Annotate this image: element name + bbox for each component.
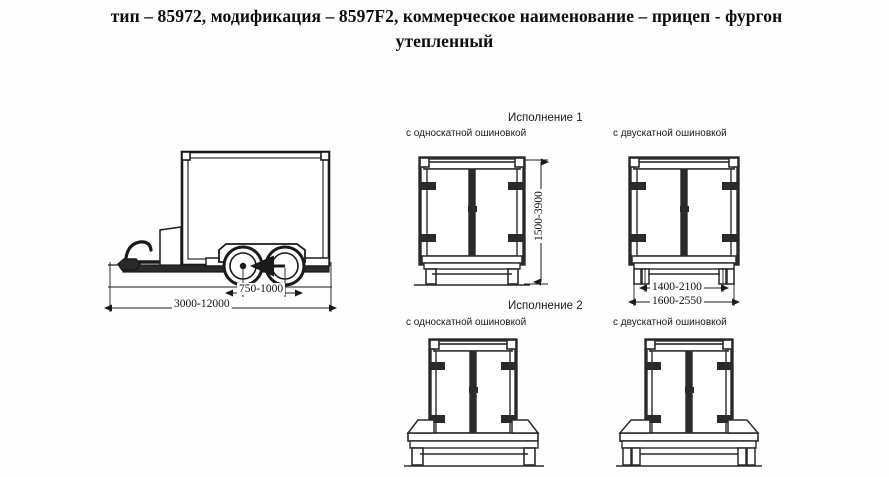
rear-v2d-tyre-right-inner xyxy=(737,447,747,466)
rear-v2s-hinge-right-bottom xyxy=(501,415,516,423)
rear-v2d-hinge-right-bottom xyxy=(717,415,732,423)
page-title: тип – 85972, модификация – 8597F2, комме… xyxy=(0,0,889,54)
rear-view-v2-dual xyxy=(616,338,762,467)
variant-2-dual-tyre-label: с двускатной ошиновкой xyxy=(613,317,727,328)
rear-v1s-hinge-left-top xyxy=(420,182,436,190)
rear-v2s-corner-post-left xyxy=(429,339,440,350)
rear-v1s-hinge-right-bottom xyxy=(508,234,524,242)
rear-v1s-hinge-left-bottom xyxy=(420,234,436,242)
side-view-front-panel xyxy=(159,226,182,269)
rear-v1s-top-rail xyxy=(423,161,521,170)
rear-v2d-hinge-right-top xyxy=(717,362,732,370)
rear-v2d-corner-post-left xyxy=(645,339,656,350)
rear-v1d-tyre-left-inner xyxy=(641,268,650,285)
variant-1-dual-tyre-label: с двускатной ошиновкой xyxy=(613,128,727,139)
rear-v2s-platform xyxy=(407,432,539,442)
rear-v2d-hinge-left-bottom xyxy=(646,415,661,423)
rear-v2d-tyre-right-outer xyxy=(746,447,756,466)
rear-v1d-tyre-right-inner xyxy=(718,268,727,285)
rear-v2s-tyre-right xyxy=(523,447,536,466)
rear-v2s-corner-post-right xyxy=(506,339,517,350)
rear-v2s-door-handle xyxy=(469,387,478,393)
rear-v1s-tyre-left xyxy=(425,268,437,285)
rear-v1d-top-rail xyxy=(633,161,735,170)
rear-v1d-bottom-rail xyxy=(631,255,737,264)
side-view-corner-post-front-top xyxy=(181,151,191,161)
page-title-line-1: тип – 85972, модификация – 8597F2, комме… xyxy=(110,6,783,26)
rear-v2s-hinge-right-top xyxy=(501,362,516,370)
rear-v2d-platform xyxy=(619,432,759,442)
rear-v2s-hinge-left-bottom xyxy=(430,415,445,423)
rear-v1s-chassis-rail xyxy=(423,262,521,270)
rear-v2d-tyre-left-outer xyxy=(622,447,632,466)
rear-v1s-hinge-right-top xyxy=(508,182,524,190)
rear-v1d-door-centre-post xyxy=(681,169,687,256)
side-view-coupling-handle xyxy=(124,240,153,260)
rear-v1d-hinge-left-top xyxy=(630,182,646,190)
rear-v2d-chassis-rail xyxy=(621,440,757,449)
page-title-line-2: утепленный xyxy=(395,31,494,51)
side-view-trailer xyxy=(108,150,332,288)
rear-v2d-door-handle xyxy=(685,387,694,393)
rear-v2d-corner-post-right xyxy=(722,339,733,350)
rear-v2d-fender-right xyxy=(727,419,760,434)
side-view-corner-post-rear-top xyxy=(320,151,330,161)
dimension-body-height-text: 1500-3900 xyxy=(533,189,545,243)
rear-view-v2-single xyxy=(404,338,544,467)
rear-v2d-hinge-left-top xyxy=(646,362,661,370)
variant-1-heading: Исполнение 1 xyxy=(508,112,583,124)
rear-v1d-corner-post-left xyxy=(629,157,640,168)
rear-v1d-tyre-right-outer xyxy=(726,268,735,285)
rear-v1s-corner-post-right xyxy=(514,157,525,168)
rear-v1s-tyre-right xyxy=(507,268,519,285)
side-view-body-inner xyxy=(187,157,324,260)
rear-v2s-fender-left xyxy=(406,419,435,434)
rear-v1s-bottom-rail xyxy=(421,255,523,264)
dimension-track-inner-text: 1400-2100 xyxy=(650,281,704,293)
rear-view-v1-dual xyxy=(628,156,740,285)
rear-v1d-corner-post-right xyxy=(728,157,739,168)
dimension-track-outer-text: 1600-2550 xyxy=(650,295,704,307)
variant-2-single-tyre-label: с односкатной ошиновкой xyxy=(406,317,527,328)
rear-v1d-hinge-right-top xyxy=(722,182,738,190)
rear-v1s-door-handle xyxy=(468,206,477,212)
rear-v2s-hinge-left-top xyxy=(430,362,445,370)
rear-view-v1-single xyxy=(414,156,530,286)
rear-v1s-corner-post-left xyxy=(419,157,430,168)
side-view-wheel-front-hub xyxy=(239,262,247,270)
rear-v2d-tyre-left-inner xyxy=(631,447,641,466)
side-view-coupling-head xyxy=(117,258,141,271)
rear-v2s-chassis-rail xyxy=(409,440,539,449)
rear-v1d-chassis-rail xyxy=(633,262,735,270)
rear-v2s-top-rail xyxy=(433,343,513,352)
variant-2-heading: Исполнение 2 xyxy=(508,300,583,312)
rear-v2s-tyre-left xyxy=(411,447,424,466)
rear-v1d-hinge-left-bottom xyxy=(630,234,646,242)
dimension-overall-length-text: 3000-12000 xyxy=(172,298,232,310)
rear-v1s-door-centre-post xyxy=(469,169,475,256)
rear-v2d-fender-left xyxy=(618,419,651,434)
rear-v1d-hinge-right-bottom xyxy=(722,234,738,242)
rear-v1d-door-handle xyxy=(680,206,689,212)
rear-v1d-tyre-left-outer xyxy=(633,268,642,285)
rear-v2d-top-rail xyxy=(649,343,729,352)
dimension-axle-spacing-text: 750-1000 xyxy=(237,283,286,295)
rear-v2s-fender-right xyxy=(511,419,540,434)
variant-1-single-tyre-label: с односкатной ошиновкой xyxy=(406,128,527,139)
